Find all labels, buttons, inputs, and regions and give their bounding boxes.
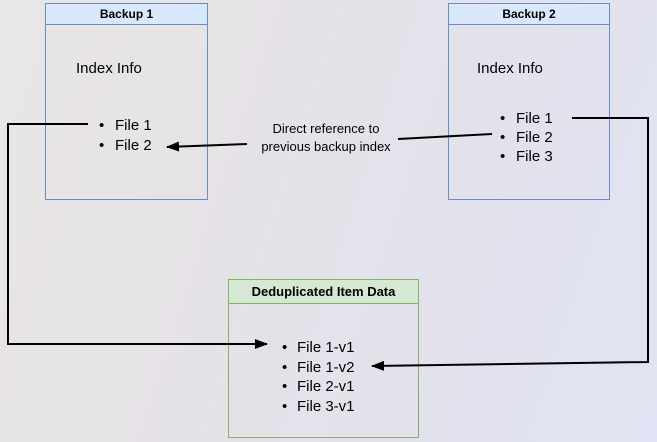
backup2-box: Backup 2 Index Info File 1 File 2 File 3 xyxy=(448,3,610,200)
direct-reference-label: Direct reference to previous backup inde… xyxy=(245,120,407,156)
direct-reference-label-line1: Direct reference to xyxy=(272,121,380,136)
backup1-file-1: File 1 xyxy=(99,116,152,136)
dedup-item-file3-v1: File 3-v1 xyxy=(282,397,355,417)
backup2-title: Backup 2 xyxy=(449,4,609,25)
backup2-file-2: File 2 xyxy=(500,128,553,147)
dedup-item-file2-v1: File 2-v1 xyxy=(282,377,355,397)
backup2-index-info-label: Index Info xyxy=(477,60,543,77)
backup1-title: Backup 1 xyxy=(46,4,207,25)
backup1-box: Backup 1 Index Info File 1 File 2 xyxy=(45,3,208,200)
dedup-item-file1-v1: File 1-v1 xyxy=(282,338,355,358)
backup2-file-1: File 1 xyxy=(500,109,553,128)
dedup-title: Deduplicated Item Data xyxy=(229,280,418,304)
backup2-file-3: File 3 xyxy=(500,147,553,166)
dedup-item-file1-v2: File 1-v2 xyxy=(282,358,355,378)
dedup-box: Deduplicated Item Data File 1-v1 File 1-… xyxy=(228,279,419,438)
direct-reference-label-line2: previous backup index xyxy=(261,139,391,154)
backup1-index-info-label: Index Info xyxy=(76,60,142,77)
backup1-file-list: File 1 File 2 xyxy=(99,116,152,156)
backup2-file-list: File 1 File 2 File 3 xyxy=(500,109,553,166)
dedup-item-list: File 1-v1 File 1-v2 File 2-v1 File 3-v1 xyxy=(282,338,355,416)
backup1-file-2: File 2 xyxy=(99,136,152,156)
